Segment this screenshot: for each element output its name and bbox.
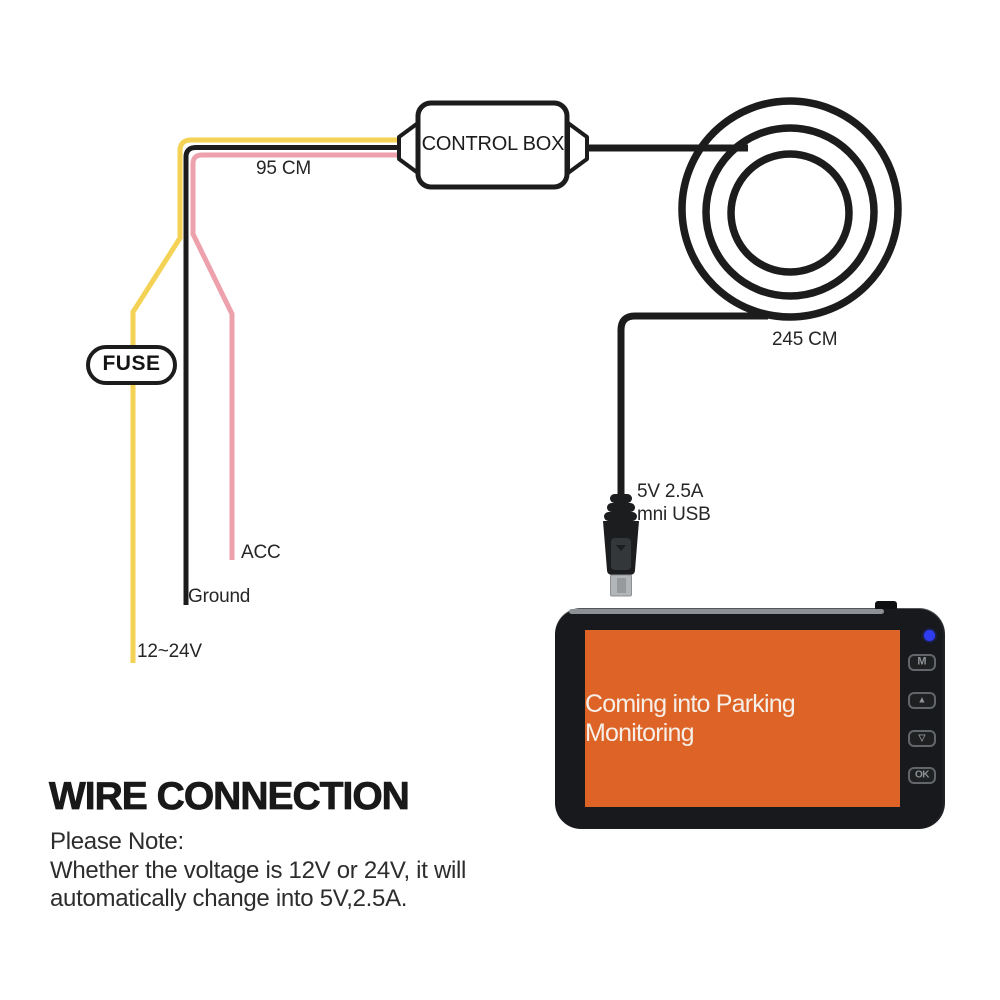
device-button-menu-label: M (917, 655, 927, 668)
control-box-label: CONTROL BOX (421, 133, 565, 155)
usb-plug-face (611, 538, 631, 570)
fuse-label: FUSE (102, 352, 161, 375)
device-top-bevel (569, 609, 884, 614)
ground-wire-black (183, 145, 399, 605)
note-heading: Please Note: (50, 828, 184, 855)
device-button-down[interactable]: ▽ (908, 730, 936, 747)
device-button-menu[interactable]: M (908, 654, 936, 671)
device-button-ok[interactable]: OK (908, 767, 936, 784)
down-arrow-icon: ▽ (918, 732, 926, 743)
device-screen-text: Coming into Parking Monitoring (585, 689, 796, 747)
usb-strain-relief-ridge (610, 494, 632, 503)
acc-wire-label: ACC (241, 542, 281, 563)
cable-coil-inner (727, 150, 853, 276)
fuse-pill-shape (86, 345, 177, 385)
rear-cable-length-label: 245 CM (772, 329, 838, 350)
control-box-left-boot (397, 121, 420, 175)
device-button-ok-label: OK (915, 769, 930, 780)
ground-wire-label: Ground (188, 586, 251, 607)
front-cable-length-label: 95 CM (256, 158, 311, 179)
note-line-2: automatically change into 5V,2.5A. (50, 885, 408, 912)
note-line-1: Whether the voltage is 12V or 24V, it wi… (50, 857, 467, 884)
cable-coil-middle (702, 124, 878, 300)
usb-strain-relief-ridge (604, 512, 637, 521)
power-wire-label: 12~24V (137, 641, 202, 662)
device-top-button[interactable] (875, 601, 897, 609)
up-arrow-icon: ▲ (917, 694, 927, 705)
acc-wire-pink (190, 152, 399, 560)
usb-metal-tip-slot (617, 578, 626, 593)
power-wire-yellow (130, 137, 399, 663)
device-button-up[interactable]: ▲ (908, 692, 936, 709)
control-box-shape (415, 100, 570, 190)
power-led-indicator (924, 630, 935, 641)
page-title: WIRE CONNECTION (49, 775, 411, 819)
device-screen: Coming into Parking Monitoring (585, 630, 900, 807)
cable-to-usb (617, 312, 768, 497)
cable-coil-outer (678, 97, 902, 321)
usb-type-label: mni USB (637, 504, 711, 525)
usb-strain-relief-ridge (607, 503, 635, 512)
usb-spec-label: 5V 2.5A (637, 481, 704, 502)
dash-cam-device: Coming into Parking Monitoring M ▲ ▽ OK (555, 601, 945, 829)
control-box-right-boot (566, 121, 589, 175)
usb-plug-face-notch (616, 545, 626, 551)
